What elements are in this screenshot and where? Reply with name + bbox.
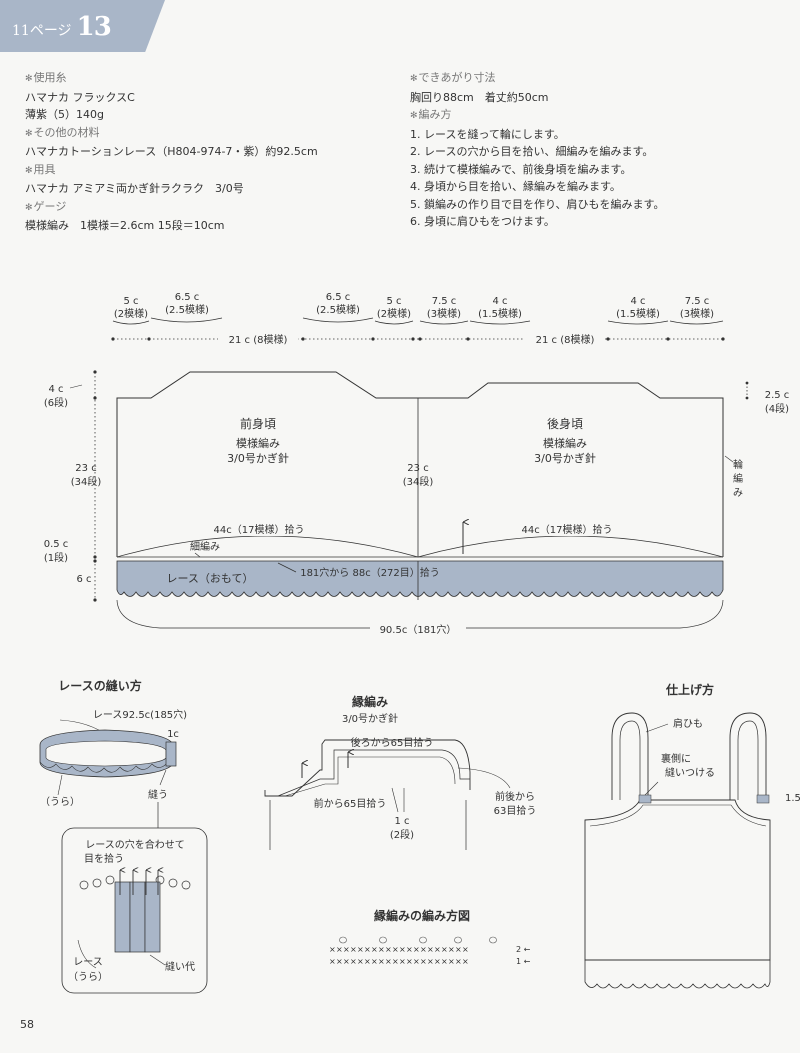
left-top-value: 4 c [48, 384, 63, 395]
header-page-ref: 11ページ [12, 23, 72, 39]
materials-right-line-7: 5. 鎖編みの作り目で目を作り、肩ひもを編みます。 [410, 197, 665, 211]
dim-1-value: 5 c [123, 296, 138, 307]
back-stitch: 模様編み [543, 436, 587, 450]
dim-7-sub: (1.5模様) [616, 307, 660, 320]
dim-7-value: 4 c [630, 296, 645, 307]
materials-left-line-7: ゲージ [25, 198, 318, 218]
dim-3-value: 6.5 c [326, 292, 351, 303]
detail-reverse-label: （うら） [68, 971, 108, 983]
dim-5-value: 7.5 c [432, 296, 457, 307]
side-label-2: 編 [733, 472, 743, 485]
materials-right-line-3: 1. レースを縫って輪にします。 [410, 127, 565, 141]
detail-caption-2: 目を拾う [84, 852, 124, 865]
materials-right-line-1: 胸回り88cm 着丈約50cm [410, 90, 549, 104]
materials-right-line-6: 4. 身頃から目を拾い、縁編みを編みます。 [410, 180, 621, 193]
detail-seam-label: 縫い代 [165, 960, 195, 973]
detail-caption-1: レースの穴を合わせて [85, 838, 185, 851]
lace-overlap-label: 1c [167, 729, 179, 740]
lace-reverse-label: （うら） [40, 796, 80, 808]
page-number: 58 [20, 1018, 34, 1031]
lace-length-label: レース92.5c(185穴) [93, 708, 187, 721]
materials-right-line-8: 6. 身頃に肩ひもをつけます。 [410, 215, 555, 228]
edging-fb-pick-2: 63目拾う [494, 804, 537, 817]
pick-front-label: 44c（17模様）拾う [214, 523, 305, 536]
mid-height-rows: (34段) [403, 475, 434, 488]
finish-sew-back-2: 縫いつける [665, 766, 715, 779]
materials-left-line-1: ハマナカ フラックスC [25, 90, 135, 104]
span-front-label: 21 c (8模様) [229, 333, 288, 346]
mid-height-value: 23 c [407, 463, 428, 474]
dim-4-value: 5 c [386, 296, 401, 307]
detail-lace-label: レース [73, 957, 103, 968]
edging-chart-title: 縁編みの編み方図 [374, 908, 470, 923]
edging-chart-label-2: 2 ← [516, 945, 531, 954]
front-hook: 3/0号かぎ針 [227, 451, 289, 465]
edging-hook: 3/0号かぎ針 [342, 712, 398, 725]
right-top-rows: (4段) [765, 402, 789, 415]
left-sc-value: 0.5 c [44, 539, 69, 550]
materials-left-line-6: ハマナカ アミアミ両かぎ針ラクラク 3/0号 [25, 182, 244, 195]
edging-dim-rows: (2段) [390, 828, 414, 841]
back-hook: 3/0号かぎ針 [534, 451, 596, 465]
lace-pick-label: 181穴から 88c（272目）拾う [300, 566, 440, 579]
materials-left-line-5: 用具 [25, 161, 318, 181]
left-mid-value: 23 c [75, 463, 96, 474]
header-pattern-number: 13 [76, 12, 112, 42]
bottom-width-label: 90.5c（181穴） [380, 623, 457, 636]
dim-2-value: 6.5 c [175, 292, 200, 303]
edging-back-pick: 後ろから65目拾う [351, 736, 434, 749]
materials-right-line-5: 3. 続けて模様編みで、前後身頃を編みます。 [410, 162, 632, 176]
edging-title: 縁編み [352, 694, 388, 709]
finish-title: 仕上げ方 [665, 682, 714, 697]
left-sc-rows: (1段) [44, 551, 68, 564]
materials-left-line-3: その他の材料 [25, 124, 318, 144]
dim-2-sub: (2.5模様) [165, 303, 209, 316]
front-stitch: 模様編み [236, 436, 280, 450]
materials-left-line-8: 模様編み 1模様＝2.6cm 15段＝10cm [25, 219, 225, 232]
edging-dim: 1 c [394, 816, 409, 827]
dim-6-value: 4 c [492, 296, 507, 307]
right-top-value: 2.5 c [765, 390, 790, 401]
finish-strap-label: 肩ひも [673, 717, 703, 730]
page-header-tab [0, 0, 165, 52]
materials-left-line-0: 使用糸 [25, 69, 318, 89]
materials-right-line-2: 編み方 [410, 106, 664, 126]
edging-chart-row-1: ×××××××××××××××××××× [329, 957, 469, 966]
lace-sew-label: 縫う [148, 788, 168, 801]
finish-sew-back-1: 裏側に [661, 752, 691, 765]
pick-back-label: 44c（17模様）拾う [522, 523, 613, 536]
sc-label: 細編み [190, 540, 220, 553]
left-lace-value: 6 c [76, 574, 91, 585]
lace-sewing-title: レースの縫い方 [58, 678, 141, 693]
dim-8-value: 7.5 c [685, 296, 710, 307]
dim-6-sub: (1.5模様) [478, 307, 522, 320]
materials-right-line-4: 2. レースの穴から目を拾い、細編みを編みます。 [410, 145, 654, 158]
dim-8-sub: (3模様) [680, 307, 714, 320]
dim-5-sub: (3模様) [427, 307, 461, 320]
left-mid-rows: (34段) [71, 475, 102, 488]
side-label-3: み [733, 488, 743, 499]
lace-band [116, 560, 724, 597]
edging-fb-pick-1: 前後から [495, 790, 535, 803]
finish-dim: 1.5 [785, 793, 800, 804]
front-title: 前身頃 [240, 416, 276, 431]
page-header: 11ページ 13 [12, 12, 112, 42]
edging-chart-label-1: 1 ← [516, 957, 531, 966]
span-back-label: 21 c (8模様) [536, 333, 595, 346]
materials-left-line-4: ハマナカトーションレース（H804-974-7・紫）約92.5cm [25, 145, 318, 158]
back-title: 後身頃 [547, 416, 583, 431]
dim-1-sub: (2模様) [114, 307, 148, 320]
dim-3-sub: (2.5模様) [316, 303, 360, 316]
materials-left-line-2: 薄紫（5）140g [25, 108, 104, 121]
side-label-1: 輪 [733, 458, 743, 471]
dim-4-sub: (2模様) [377, 307, 411, 320]
edging-front-pick: 前から65目拾う [314, 797, 387, 810]
materials-right-line-0: できあがり寸法 [410, 69, 664, 89]
edging-chart-row-2: ×××××××××××××××××××× [329, 945, 469, 954]
left-top-rows: (6段) [44, 396, 68, 409]
lace-label: レース（おもて） [166, 572, 253, 585]
